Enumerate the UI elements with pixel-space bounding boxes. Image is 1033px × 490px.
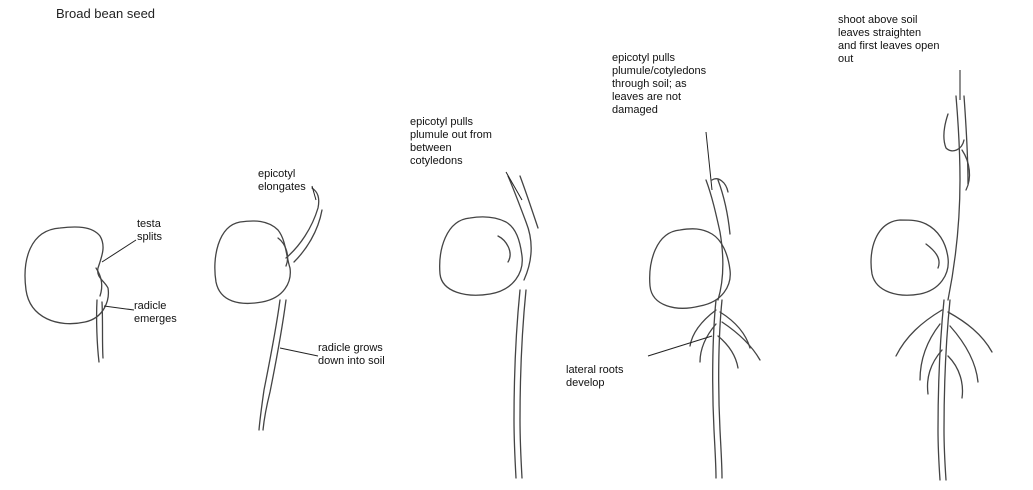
label-plumule-through-soil: epicotyl pulls plumule/cotyledons throug…	[612, 52, 706, 117]
label-epicotyl-pulls-plumule: epicotyl pulls plumule out from between …	[410, 116, 492, 168]
label-radicle-grows: radicle grows down into soil	[318, 342, 385, 368]
label-testa-splits: testa splits	[137, 218, 162, 244]
stage-4-seedling	[650, 179, 760, 478]
label-epicotyl-elongates: epicotyl elongates	[258, 168, 306, 194]
stage-5-seedling	[871, 96, 992, 480]
label-lateral-roots: lateral roots develop	[566, 364, 623, 390]
label-radicle-emerges: radicle emerges	[134, 300, 177, 326]
stage-2-seedling	[215, 188, 322, 430]
leader-lines	[102, 70, 960, 356]
label-shoot-above-soil: shoot above soil leaves straighten and f…	[838, 14, 940, 66]
stage-1-seed	[25, 227, 108, 362]
stage-3-seedling	[440, 176, 538, 478]
